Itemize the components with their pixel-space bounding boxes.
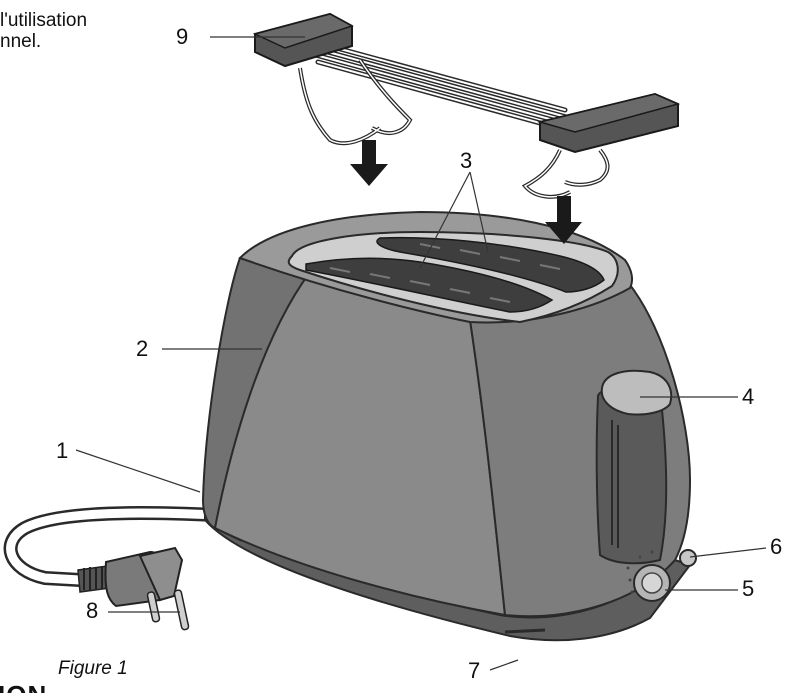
lever-handle bbox=[600, 369, 673, 416]
crumb-tray bbox=[504, 628, 546, 634]
callout-4: 4 bbox=[742, 384, 755, 409]
callout-1: 1 bbox=[56, 438, 69, 463]
callout-7: 7 bbox=[468, 658, 481, 683]
browning-knob bbox=[626, 550, 671, 602]
figure-caption: Figure 1 bbox=[58, 658, 128, 679]
intro-line-1: l'utilisation bbox=[0, 10, 88, 31]
callout-8: 8 bbox=[86, 598, 99, 623]
callout-2: 2 bbox=[136, 336, 149, 361]
stop-button bbox=[679, 549, 697, 567]
down-arrow-left bbox=[350, 140, 388, 186]
leader-lines bbox=[75, 36, 767, 671]
intro-line-2: nnel. bbox=[0, 31, 42, 52]
cut-off-heading: ION bbox=[0, 680, 47, 693]
callout-3: 3 bbox=[460, 148, 473, 173]
down-arrow-right bbox=[545, 196, 582, 244]
callout-6: 6 bbox=[770, 534, 783, 559]
intro-text: l'utilisation nnel. bbox=[0, 10, 87, 52]
callout-9: 9 bbox=[176, 24, 189, 49]
bun-warmer-rack bbox=[252, 12, 681, 199]
bread-slot-back bbox=[376, 236, 605, 293]
power-cord bbox=[3, 506, 222, 587]
toaster-body bbox=[201, 210, 697, 642]
lever-slot bbox=[595, 388, 668, 565]
plug bbox=[77, 546, 190, 631]
callout-5: 5 bbox=[742, 576, 755, 601]
